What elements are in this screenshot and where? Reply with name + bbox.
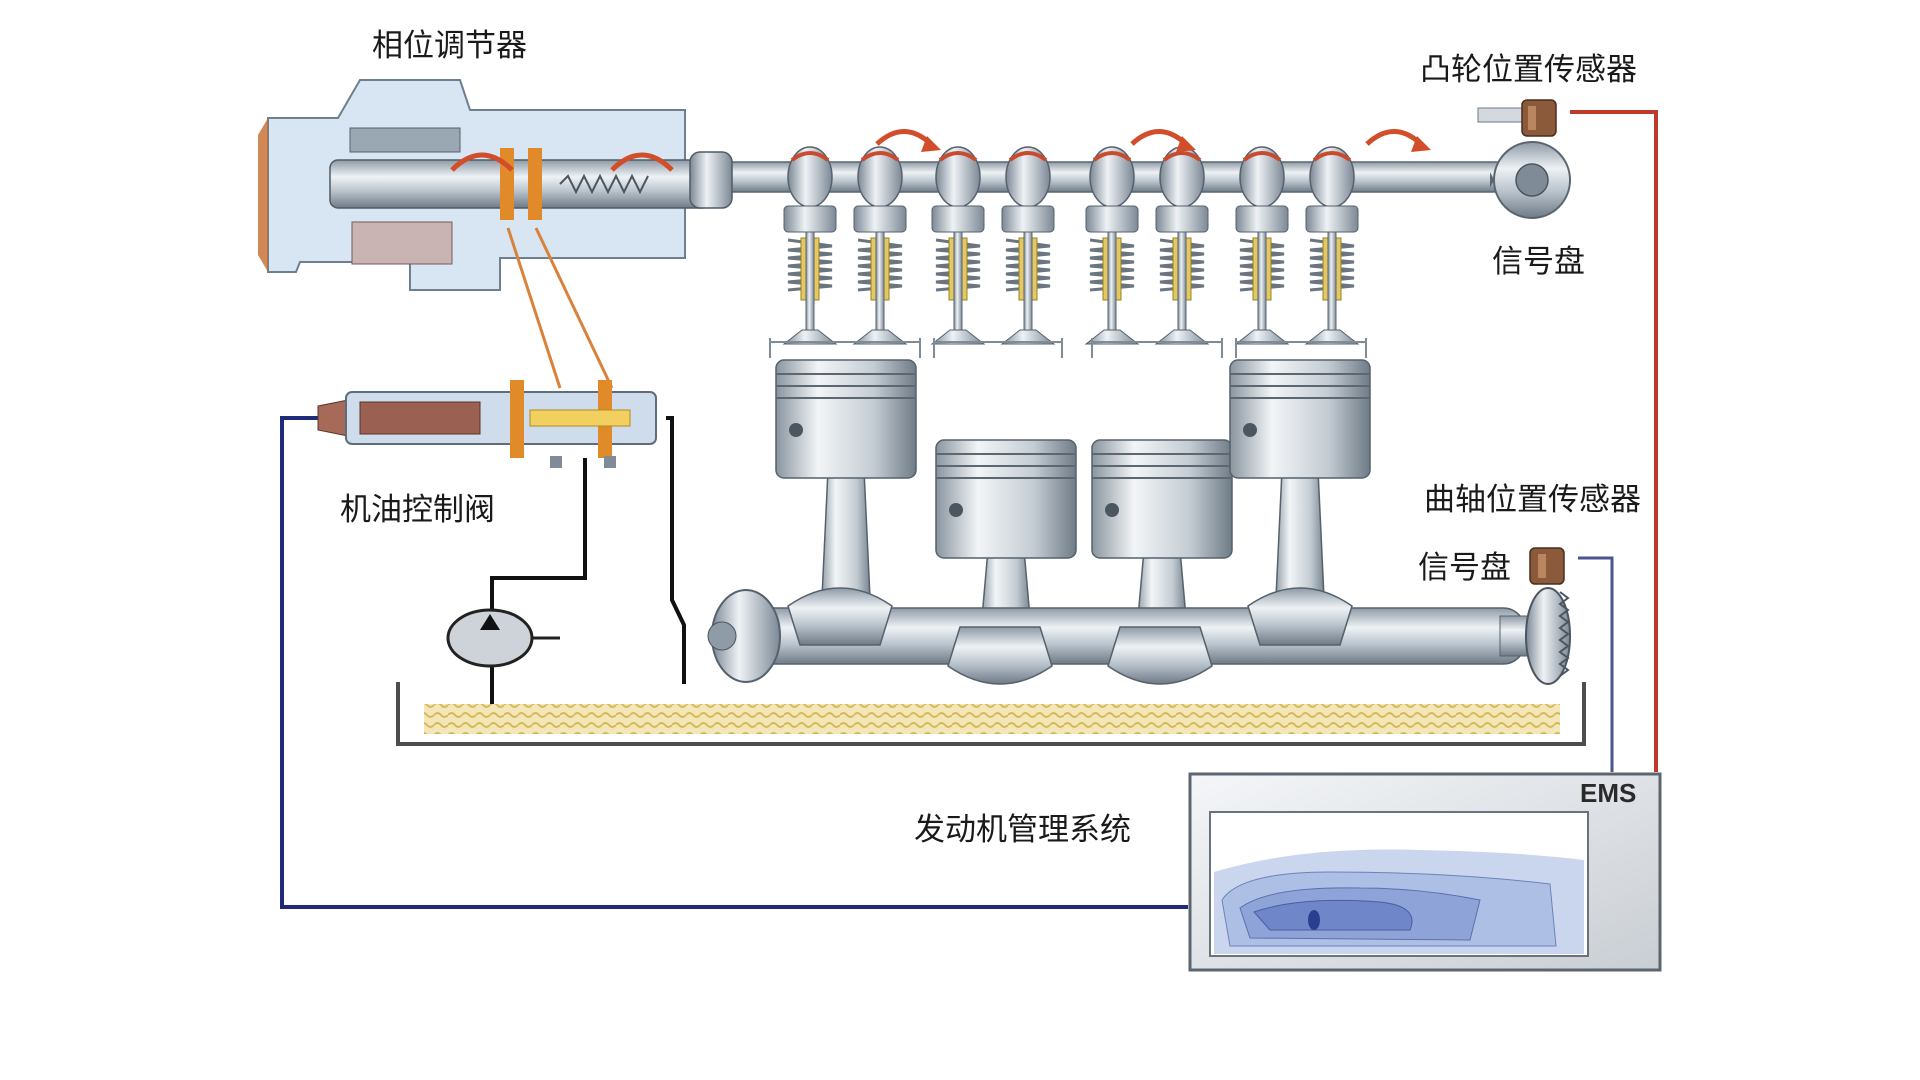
valve-frame [933, 338, 1063, 358]
valve [1084, 205, 1140, 345]
crank-signal-disc-label: 信号盘 [1418, 550, 1511, 586]
valve [930, 205, 986, 345]
valve [1154, 205, 1210, 345]
valve [1304, 205, 1360, 345]
oil-control-valve-icon [317, 380, 657, 468]
oil-line-a [506, 227, 562, 389]
crank-position-sensor-icon [1529, 547, 1565, 585]
cam-signal-disc-label: 信号盘 [1492, 244, 1585, 280]
cam-sensor-wire [1570, 110, 1658, 772]
ems-unit: EMS [1188, 772, 1662, 972]
valve [1234, 205, 1290, 345]
cam-lobe-highlight [1242, 151, 1282, 162]
crank-sensor-wire [1578, 556, 1614, 772]
cam-lobe-highlight [1312, 151, 1352, 162]
crankshaft [707, 587, 1526, 685]
phase-adjuster [258, 79, 733, 291]
rotation-arrowhead [921, 136, 941, 152]
pump-feed-line [490, 458, 587, 612]
cam-lobe-highlight [1008, 151, 1048, 162]
piston [935, 439, 1077, 559]
oil-line-b [534, 227, 614, 389]
oil-sump [396, 682, 1586, 746]
piston [1091, 439, 1233, 559]
cam-sensor-label: 凸轮位置传感器 [1420, 52, 1637, 88]
cam-lobe-highlight [1092, 151, 1132, 162]
cam-signal-disc-icon [1490, 141, 1571, 219]
cam-lobes [787, 146, 1355, 208]
crank-signal-disc-icon [1499, 587, 1571, 685]
valve [782, 205, 838, 345]
crank-web [1247, 587, 1353, 646]
crank-web [1107, 626, 1213, 685]
ems-label: 发动机管理系统 [914, 812, 1131, 848]
cam-position-sensor-icon [1477, 99, 1557, 137]
oil-control-valve-label: 机油控制阀 [340, 492, 495, 528]
crank-web [787, 587, 893, 646]
valve-frame [1091, 338, 1223, 358]
crank-web [947, 626, 1053, 685]
rotation-arrows [875, 129, 1431, 152]
cam-lobe-highlight [860, 151, 900, 162]
rotation-arrowhead [1411, 136, 1431, 152]
cam-lobe-highlight [790, 151, 830, 162]
return-line [666, 416, 686, 684]
crank-sensor-label: 曲轴位置传感器 [1424, 482, 1641, 518]
piston [1229, 359, 1371, 479]
cam-lobe-highlight [1162, 151, 1202, 162]
valve [1000, 205, 1056, 345]
camshaft [689, 129, 1511, 208]
ems-abbrev-label: EMS [1580, 778, 1636, 808]
cam-lobe-highlight [938, 151, 978, 162]
phase-adjuster-label: 相位调节器 [372, 28, 527, 64]
valve-frame [1235, 338, 1367, 358]
ems-valve-wire [280, 416, 1188, 909]
piston [775, 359, 917, 479]
oil-pump-icon [446, 608, 560, 668]
valve-train [769, 205, 1367, 358]
valve-frame [769, 338, 921, 358]
rotation-arrowhead [1176, 136, 1196, 152]
valve [852, 205, 908, 345]
